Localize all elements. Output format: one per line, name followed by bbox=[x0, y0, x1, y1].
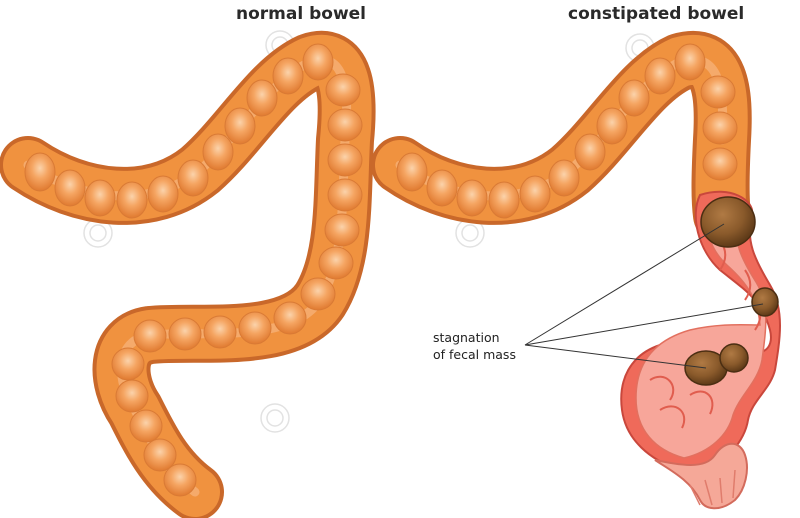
normal-bowel-tube bbox=[3, 35, 372, 517]
rectum bbox=[654, 442, 748, 510]
normal-bowel-band bbox=[23, 55, 352, 497]
constipated-bowel-title: constipated bowel bbox=[568, 4, 745, 24]
normal-bowel-title: normal bowel bbox=[236, 4, 367, 24]
normal-bowel-haustra bbox=[24, 43, 363, 497]
rectum-folds bbox=[689, 469, 736, 506]
normal-bowel-tube-shadow bbox=[0, 31, 376, 518]
constipated-bowel-illustration bbox=[371, 31, 781, 510]
stagnation-callout: stagnation of fecal mass bbox=[433, 329, 516, 363]
fecal-mass-1 bbox=[700, 196, 756, 248]
callout-leader-lines bbox=[524, 223, 764, 369]
fecal-mass-group bbox=[684, 196, 779, 386]
fecal-mass-4 bbox=[719, 343, 749, 373]
callout-line-2: of fecal mass bbox=[433, 347, 516, 362]
normal-bowel-illustration bbox=[0, 31, 376, 518]
watermark-marks bbox=[83, 30, 675, 433]
constipated-bowel-haustra bbox=[396, 43, 738, 219]
callout-line-1: stagnation bbox=[433, 330, 500, 345]
fecal-mass-2 bbox=[751, 287, 779, 317]
